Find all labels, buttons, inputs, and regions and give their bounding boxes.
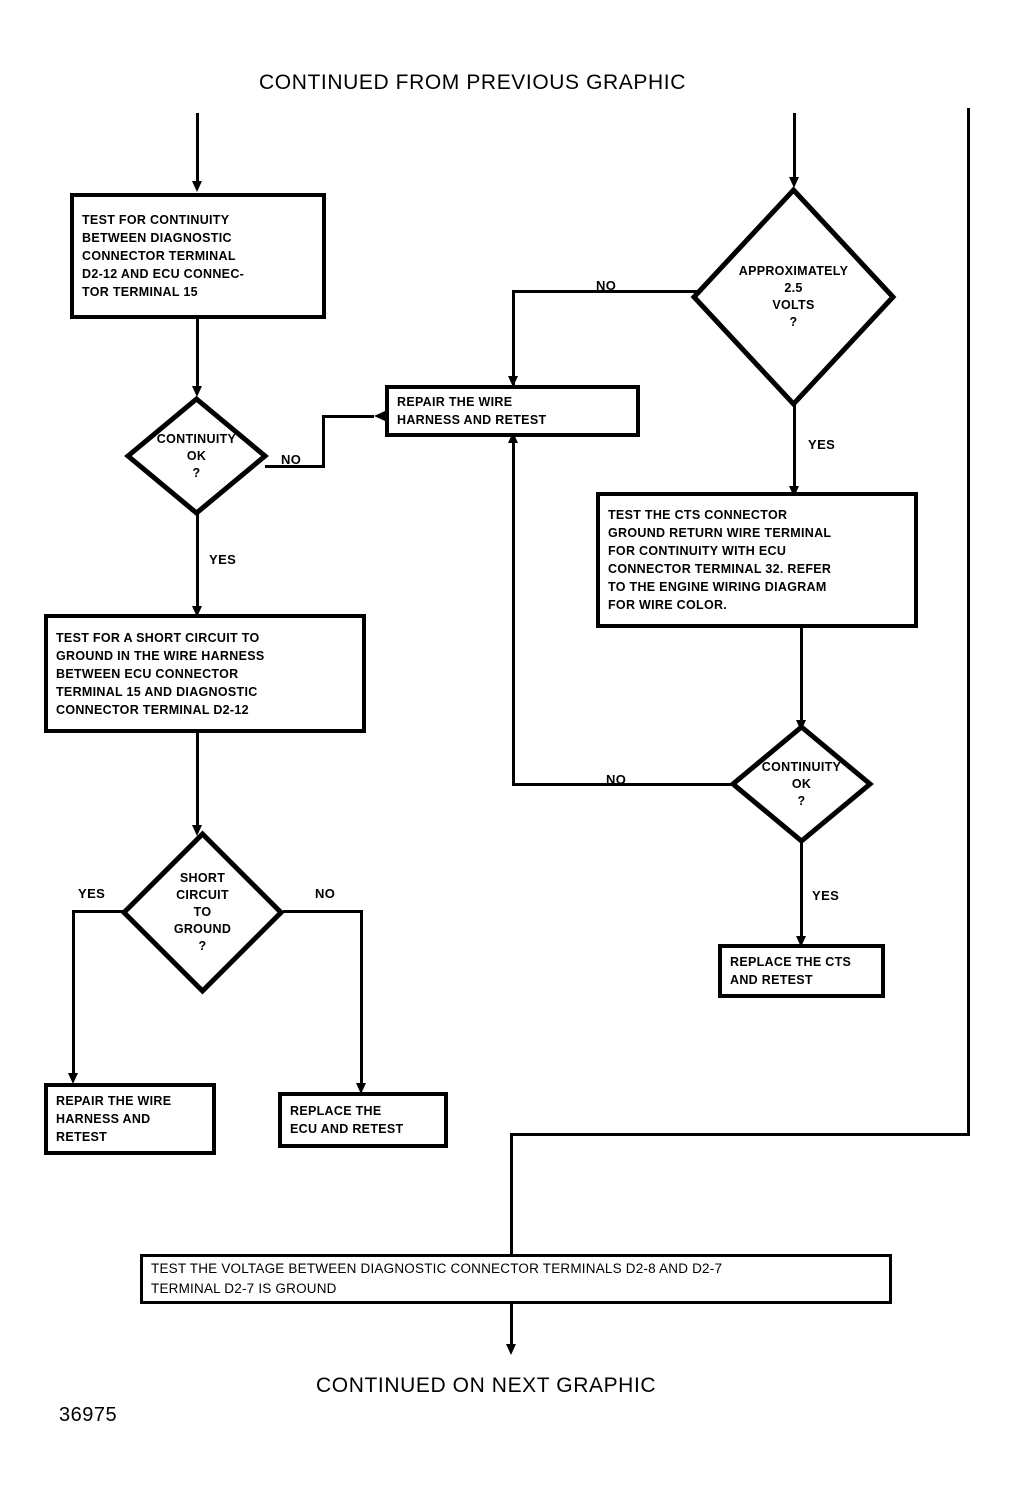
node-line: TEST THE VOLTAGE BETWEEN DIAGNOSTIC CONN… [151,1261,723,1276]
edge-label-short-no: NO [315,886,336,901]
node-repair-wire-harness-and-retest-bottom: REPAIR THE WIRE HARNESS AND RETEST [44,1083,216,1155]
edge-label-rcontinuity-no: NO [606,772,627,787]
node-line: REPLACE THE [290,1104,382,1118]
arrowhead-short-no [356,1083,366,1094]
node-line: TERMINAL D2-7 IS GROUND [151,1281,337,1296]
node-line: TEST FOR CONTINUITY [82,213,230,227]
node-continuity-ok-right: CONTINUITY OK ? [729,723,874,845]
node-line: TO THE ENGINE WIRING DIAGRAM [608,580,827,594]
connector-rcontinuity-no-v [512,440,515,786]
connector-bus-down-to-bottom-box [510,1133,513,1258]
node-line: REPAIR THE WIRE [397,395,513,409]
connector-volts-no-h [512,290,702,293]
node-line: TEST FOR A SHORT CIRCUIT TO [56,630,260,645]
node-line: CONNECTOR TERMINAL D2-12 [56,702,249,717]
arrowhead-entry-left [192,181,202,192]
node-line: RETEST [56,1130,108,1144]
header-continued-from-previous: CONTINUED FROM PREVIOUS GRAPHIC [259,71,686,94]
connector-continuity-yes [196,512,199,612]
node-line: FOR CONTINUITY WITH ECU [608,544,787,558]
connector-volts-yes [793,404,796,494]
node-test-short-circuit-to-ground: TEST FOR A SHORT CIRCUIT TO GROUND IN TH… [44,614,366,733]
diamond-shape [124,395,269,517]
node-test-continuity-d2-12: TEST FOR CONTINUITY BETWEEN DIAGNOSTIC C… [70,193,326,319]
arrowhead-short-yes [68,1073,78,1084]
connector-entry-right [793,113,796,181]
node-line: CONNECTOR TERMINAL 32. REFER [608,562,832,576]
arrowhead-test-to-continuity [192,386,202,397]
node-line: REPLACE THE CTS [730,955,852,969]
arrowhead-continuity-yes [192,606,202,617]
connector-right-bus-horizontal [510,1133,970,1136]
node-line: BETWEEN ECU CONNECTOR [56,666,239,681]
node-line: TERMINAL 15 AND DIAGNOSTIC [56,684,258,699]
connector-short-yes-v [72,910,75,1078]
connector-entry-left [196,113,199,185]
connector-volts-no-v [512,290,515,388]
node-continuity-ok-left: CONTINUITY OK ? [124,395,269,517]
connector-bottom-to-next [510,1302,513,1350]
arrowhead-continuity-no [374,411,385,421]
node-test-cts-connector-ground-return: TEST THE CTS CONNECTOR GROUND RETURN WIR… [596,492,918,628]
edge-label-volts-no: NO [596,278,617,293]
arrowhead-volts-yes [789,486,799,497]
node-approximately-2-5-volts: APPROXIMATELY 2.5 VOLTS ? [690,186,897,408]
connector-short-yes-h [72,910,124,913]
arrowhead-shorttest-to-diamond [192,825,202,836]
arrowhead-entry-right [789,177,799,188]
diamond-shape [690,186,897,408]
connector-rcontinuity-yes [800,840,803,942]
connector-shorttest-to-diamond [196,733,199,831]
node-repair-wire-harness-retest: REPAIR THE WIRE HARNESS AND RETEST [385,385,640,437]
figure-id-label: 36975 [59,1404,118,1426]
arrowhead-bottom-to-next [506,1344,516,1355]
connector-right-bus-vertical [967,108,970,1136]
node-line: CONNECTOR TERMINAL [82,249,236,263]
node-line: FOR WIRE COLOR. [608,598,728,612]
connector-short-no-v [360,910,363,1088]
node-line: REPAIR THE WIRE [56,1094,172,1108]
node-line: D2-12 AND ECU CONNEC- [82,267,245,281]
diamond-shape [120,830,285,995]
connector-continuity-no-h2 [322,415,374,418]
node-test-voltage-d2-8-d2-7: TEST THE VOLTAGE BETWEEN DIAGNOSTIC CONN… [140,1254,892,1304]
node-line: GROUND RETURN WIRE TERMINAL [608,526,832,540]
diamond-shape [729,723,874,845]
edge-label-volts-yes: YES [808,437,836,452]
node-line: HARNESS AND [56,1112,151,1126]
edge-label-rcontinuity-yes: YES [812,888,840,903]
node-replace-ecu-and-retest: REPLACE THE ECU AND RETEST [278,1092,448,1148]
arrowhead-rcontinuity-yes [796,936,806,947]
node-replace-cts-and-retest: REPLACE THE CTS AND RETEST [718,944,885,998]
arrowhead-rcontinuity-no [508,432,518,443]
connector-cts-to-continuity [800,628,803,726]
node-line: TOR TERMINAL 15 [82,285,198,299]
node-line: ECU AND RETEST [290,1122,404,1136]
connector-rcontinuity-no-h [512,783,731,786]
node-line: BETWEEN DIAGNOSTIC [82,231,232,245]
footer-continued-on-next: CONTINUED ON NEXT GRAPHIC [316,1374,657,1397]
node-line: TEST THE CTS CONNECTOR [608,508,788,522]
edge-label-short-yes: YES [78,886,106,901]
connector-test-to-continuity [196,318,199,390]
connector-continuity-no-h1 [265,465,325,468]
connector-short-no-h [283,910,363,913]
edge-label-continuity-left-yes: YES [209,552,237,567]
arrowhead-volts-no [508,376,518,387]
node-line: AND RETEST [730,973,813,987]
node-line: GROUND IN THE WIRE HARNESS [56,648,265,663]
node-short-circuit-to-ground: SHORT CIRCUIT TO GROUND ? [120,830,285,995]
edge-label-continuity-left-no: NO [281,452,302,467]
node-line: HARNESS AND RETEST [397,413,547,427]
connector-continuity-no-v [322,415,325,468]
